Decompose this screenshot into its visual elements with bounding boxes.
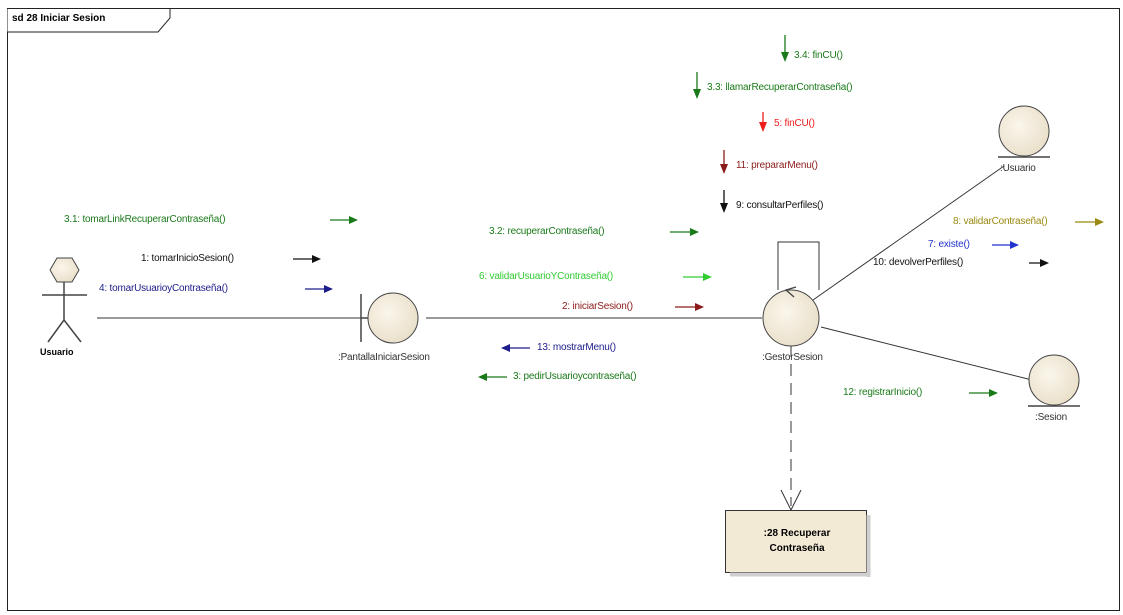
entity-sesion-label: :Sesion [1035,412,1067,423]
frame-border [7,8,1120,611]
arrow-8 [1075,218,1104,226]
msg-12-label: 12: registrarInicio() [843,387,923,398]
msg-6-label: 6: validarUsuarioYContraseña() [479,271,614,282]
arrow-12 [969,389,998,397]
arrow-1 [293,255,321,263]
frame-title: sd 28 Iniciar Sesion [12,13,106,24]
entity-sesion [1028,354,1080,407]
usecase-label: :28 Recuperar Contraseña [763,528,831,554]
msg-3-2-label: 3.2: recuperarContraseña() [489,226,605,237]
arrow-3-3 [693,72,701,99]
arrow-10 [1029,259,1049,267]
msg-7-label: 7: existe() [928,239,970,250]
arrow-2 [675,303,704,311]
arrow-3-1 [330,216,358,224]
arrow-13 [501,344,530,352]
msg-3-1-label: 3.1: tomarLinkRecuperarContraseña() [64,214,226,225]
arrow-9 [720,190,728,213]
link-control-usuario [812,165,1005,301]
msg-4-label: 4: tomarUsuarioyContraseña() [99,283,228,294]
msg-1-label: 1: tomarInicioSesion() [141,253,234,264]
msg-13-label: 13: mostrarMenu() [537,342,616,353]
arrow-3 [478,373,507,381]
entity-usuario-label: :Usuario [1000,163,1036,174]
msg-5-label: 5: finCU() [774,118,815,129]
arrow-3-2 [670,228,699,236]
control-gestorsesion [762,286,820,347]
boundary-pantalla [360,292,419,344]
self-link-control [777,241,820,290]
actor-usuario [42,257,87,343]
entity-usuario [998,105,1050,158]
usecase-box-shadow-bottom [730,572,870,577]
boundary-label: :PantallaIniciarSesion [338,352,430,363]
arrow-11 [720,150,728,174]
frame-title-tab [7,8,171,33]
msg-11-label: 11: prepararMenu() [736,160,818,171]
msg-10-label: 10: devolverPerfiles() [873,257,964,268]
msg-9-label: 9: consultarPerfiles() [736,200,824,211]
arrow-6 [683,273,712,281]
link-control-sesion [820,326,1033,381]
arrow-4 [305,285,333,293]
arrow-3-4 [781,35,789,62]
msg-3-3-label: 3.3: llamarRecuperarContraseña() [707,82,853,93]
msg-8-label: 8: validarContraseña() [953,216,1048,227]
control-label: :GestorSesion [762,352,823,363]
arrow-7 [992,241,1019,249]
msg-3-label: 3: pedirUsuarioycontraseña() [513,371,637,382]
usecase-box-shadow [866,515,871,577]
msg-2-label: 2: iniciarSesion() [562,301,633,312]
arrow-5 [759,112,767,132]
msg-3-4-label: 3.4: finCU() [794,50,843,61]
actor-label: Usuario [40,347,74,357]
